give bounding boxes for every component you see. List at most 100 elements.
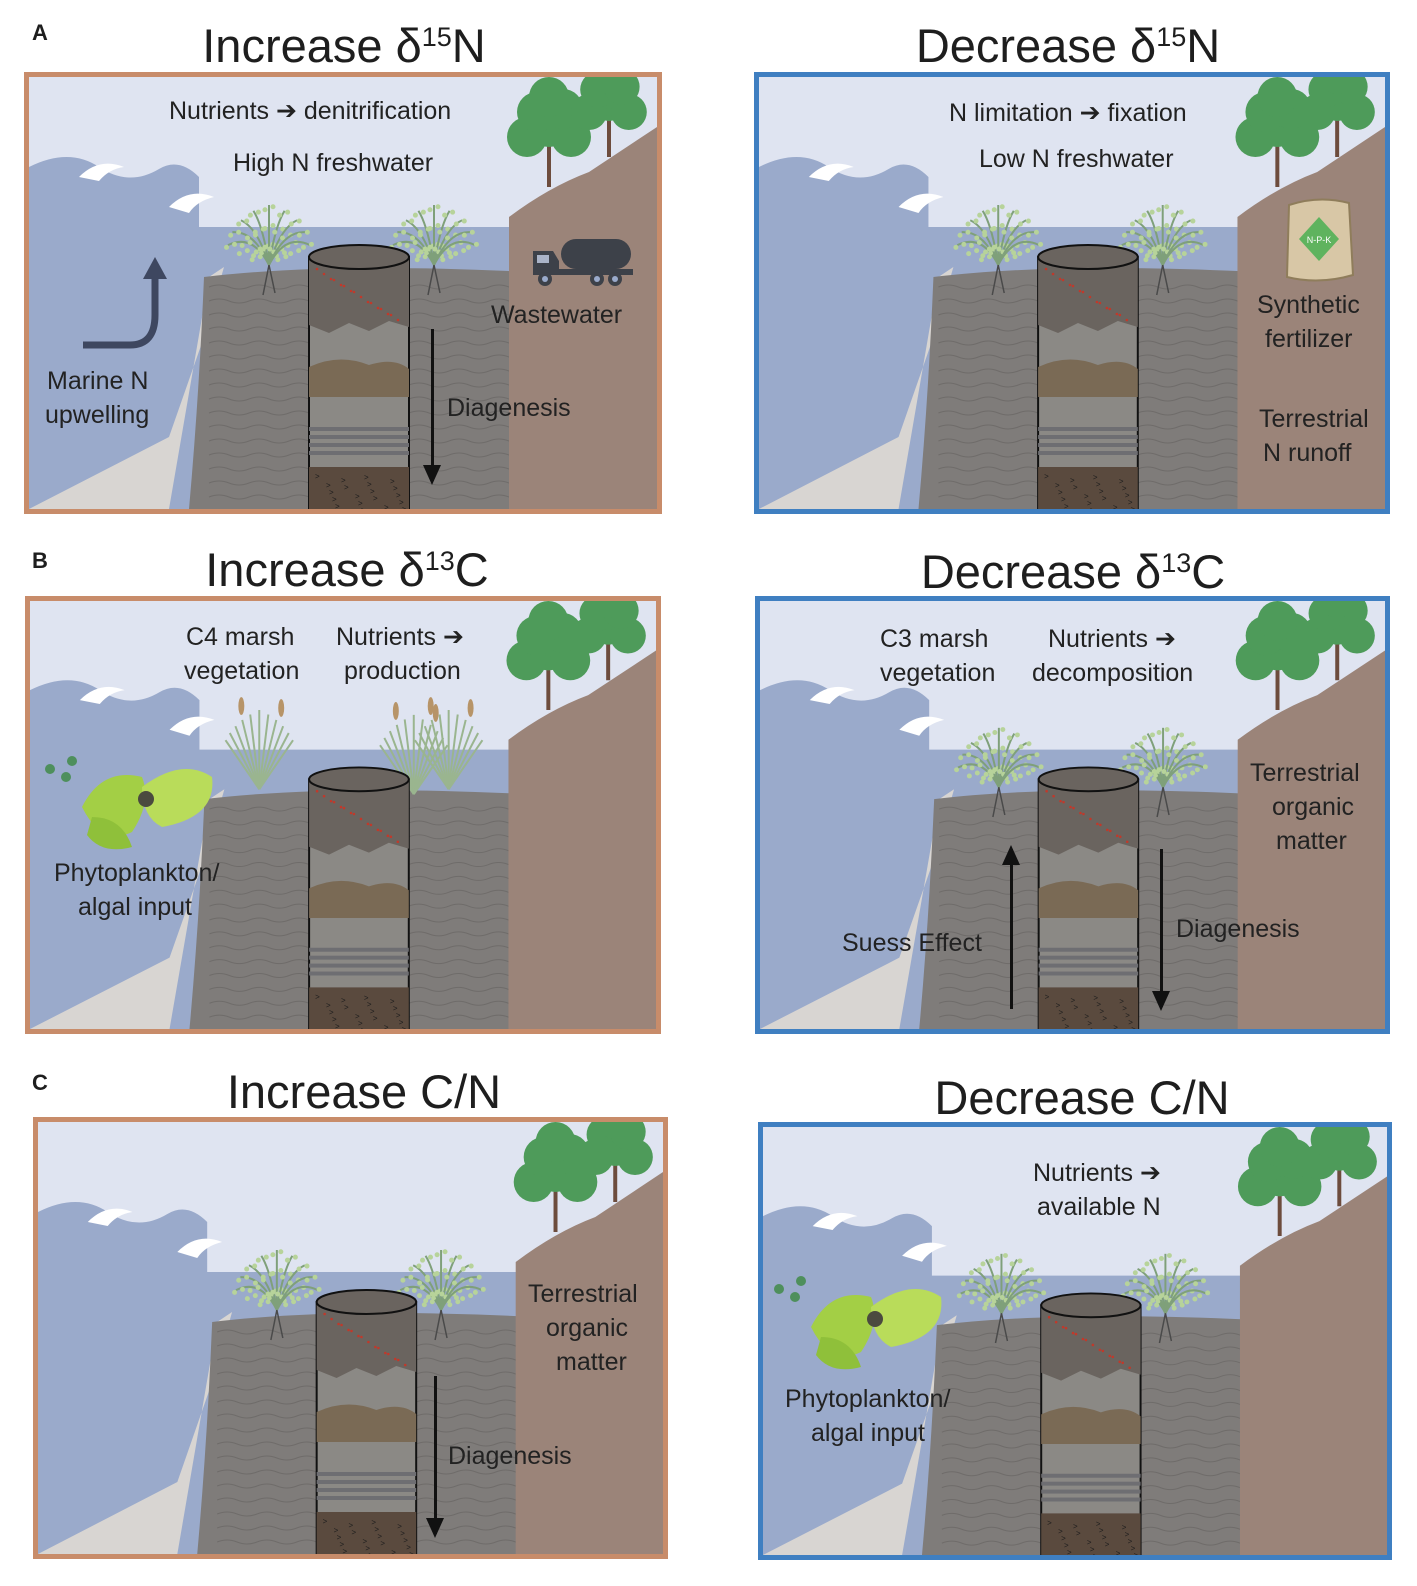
svg-text:>: > bbox=[373, 494, 378, 503]
phytoplankton-label: Phytoplankton/ bbox=[54, 859, 220, 887]
svg-text:>: > bbox=[371, 1518, 376, 1527]
svg-text:>: > bbox=[1061, 1534, 1066, 1543]
svg-text:>: > bbox=[1044, 472, 1049, 481]
svg-text:>: > bbox=[1045, 992, 1050, 1001]
svg-text:>: > bbox=[1099, 487, 1104, 496]
suess-effect-arrow bbox=[1002, 845, 1020, 1009]
svg-text:>: > bbox=[1122, 484, 1127, 493]
svg-text:>: > bbox=[393, 1004, 398, 1013]
matter-label: matter bbox=[1276, 827, 1347, 855]
row-c-letter: C bbox=[32, 1070, 48, 1095]
phytoplankton-label: Phytoplankton/ bbox=[785, 1385, 951, 1413]
svg-text:>: > bbox=[1113, 1023, 1118, 1029]
svg-text:>: > bbox=[1116, 1549, 1121, 1555]
svg-text:>: > bbox=[391, 1548, 396, 1554]
svg-text:>: > bbox=[329, 488, 334, 497]
svg-text:>: > bbox=[364, 993, 369, 1002]
svg-text:>: > bbox=[396, 1011, 401, 1020]
organic-label: organic bbox=[1272, 793, 1354, 821]
low-n-freshwater-label: Low N freshwater bbox=[979, 145, 1174, 173]
panel-a-decrease-scene: >>>>>>>>>>>>>>>>>>>>>> bbox=[759, 77, 1385, 509]
svg-text:>: > bbox=[1087, 499, 1092, 508]
algal-input-label: algal input bbox=[811, 1419, 925, 1447]
svg-text:>: > bbox=[1087, 1538, 1092, 1547]
svg-text:>: > bbox=[361, 1026, 366, 1029]
diagenesis-label: Diagenesis bbox=[448, 1442, 572, 1470]
panel-b-increase-title: Increase δ13C bbox=[205, 543, 489, 596]
panel-a-increase-title: Increase δ15N bbox=[202, 19, 486, 72]
svg-text:>: > bbox=[406, 1543, 411, 1552]
svg-text:>: > bbox=[384, 1023, 389, 1029]
svg-text:>: > bbox=[1064, 1541, 1069, 1550]
svg-text:>: > bbox=[1059, 1008, 1064, 1017]
diagenesis-arrow bbox=[1152, 849, 1170, 1011]
synthetic-label: Synthetic bbox=[1257, 291, 1360, 319]
upwelling-arrow-icon bbox=[83, 257, 167, 349]
wastewater-label: Wastewater bbox=[491, 301, 623, 329]
svg-text:>: > bbox=[393, 484, 398, 493]
svg-text:>: > bbox=[1090, 1026, 1095, 1029]
row-a-letter: A bbox=[32, 20, 48, 45]
svg-text:>: > bbox=[334, 1526, 339, 1535]
svg-text:>: > bbox=[1064, 502, 1069, 509]
svg-text:>: > bbox=[1073, 483, 1078, 492]
nutrients-label: Nutrients ➔ bbox=[1033, 1159, 1161, 1187]
svg-text:>: > bbox=[326, 481, 331, 490]
terrestrial-label: Terrestrial bbox=[1259, 405, 1369, 433]
matter-label: matter bbox=[556, 1348, 627, 1376]
svg-text:>: > bbox=[370, 487, 375, 496]
svg-text:>: > bbox=[374, 1525, 379, 1534]
svg-text:>: > bbox=[351, 1528, 356, 1537]
svg-text:>: > bbox=[344, 483, 349, 492]
svg-text:>: > bbox=[337, 1533, 342, 1542]
svg-text:>: > bbox=[1058, 488, 1063, 497]
svg-text:>: > bbox=[1093, 993, 1098, 1002]
svg-text:>: > bbox=[1090, 1545, 1095, 1554]
svg-text:>: > bbox=[1076, 1529, 1081, 1538]
marine-n-label: Marine N bbox=[47, 367, 149, 395]
svg-text:>: > bbox=[341, 476, 346, 485]
svg-text:>: > bbox=[1096, 480, 1101, 489]
terrestrial-label: Terrestrial bbox=[1250, 759, 1360, 787]
svg-text:>: > bbox=[399, 498, 404, 507]
n-runoff-label: N runoff bbox=[1263, 439, 1352, 467]
panel-a-decrease: >>>>>>>>>>>>>>>>>>>>>> N-P-K N limitatio… bbox=[754, 72, 1390, 514]
suess-effect-label: Suess Effect bbox=[842, 929, 982, 957]
panel-a-decrease-title: Decrease δ15N bbox=[915, 19, 1221, 72]
svg-text:>: > bbox=[340, 1540, 345, 1549]
svg-text:>: > bbox=[1047, 1518, 1052, 1527]
svg-text:>: > bbox=[1102, 1533, 1107, 1542]
svg-text:>: > bbox=[315, 472, 320, 481]
svg-text:>: > bbox=[1125, 1530, 1130, 1539]
diagenesis-arrow bbox=[426, 1376, 444, 1538]
svg-text:>: > bbox=[1096, 1000, 1101, 1009]
svg-text:>: > bbox=[384, 503, 389, 509]
algae-icon bbox=[774, 1276, 942, 1370]
svg-text:>: > bbox=[1071, 996, 1076, 1005]
panel-c-increase: >>>>>>>>>>>>>>>>>>>>>> Terrestrial organ… bbox=[33, 1117, 668, 1559]
upwelling-label: upwelling bbox=[45, 401, 150, 429]
panel-b-decrease: >>>>>>>>>>>>>>>>>>>>>> C3 marsh vegetati… bbox=[755, 596, 1390, 1034]
svg-text:>: > bbox=[402, 1025, 407, 1029]
panel-b-increase-scene: >>>>>>>>>>>>>>>>>>>>>> bbox=[30, 601, 656, 1029]
svg-text:>: > bbox=[1061, 495, 1066, 504]
svg-text:>: > bbox=[1134, 1551, 1139, 1555]
svg-text:>: > bbox=[315, 992, 320, 1001]
svg-text:>: > bbox=[367, 1000, 372, 1009]
panel-c-increase-title: Increase C/N bbox=[226, 1065, 502, 1118]
svg-text:>: > bbox=[1070, 476, 1075, 485]
svg-text:>: > bbox=[329, 1008, 334, 1017]
diagenesis-arrow bbox=[423, 329, 441, 485]
svg-text:>: > bbox=[400, 1529, 405, 1538]
svg-text:>: > bbox=[355, 1012, 360, 1021]
svg-text:>: > bbox=[399, 1018, 404, 1027]
row-b-letter: B bbox=[32, 548, 48, 573]
svg-text:>: > bbox=[380, 1539, 385, 1548]
svg-text:>: > bbox=[335, 1022, 340, 1029]
svg-text:>: > bbox=[402, 505, 407, 509]
svg-text:>: > bbox=[1128, 1018, 1133, 1027]
svg-text:>: > bbox=[370, 1007, 375, 1016]
panel-c-decrease: >>>>>>>>>>>>>>>>>>>>>> Nutrients ➔ avail… bbox=[758, 1122, 1392, 1560]
svg-text:>: > bbox=[1087, 1019, 1092, 1028]
svg-text:>: > bbox=[1084, 492, 1089, 501]
